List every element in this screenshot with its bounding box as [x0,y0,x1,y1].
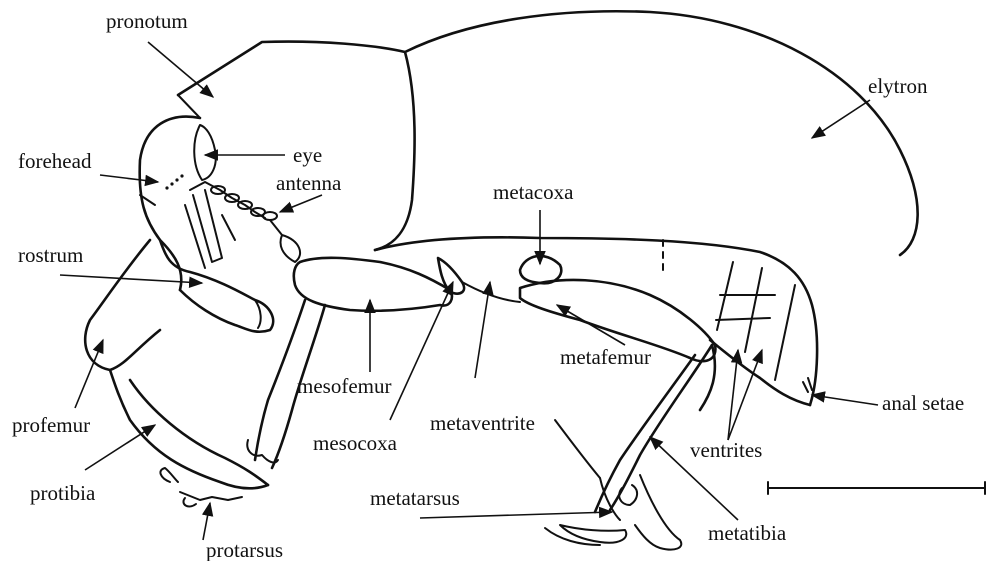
proleg-shape [85,240,268,506]
label-protibia: protibia [30,481,96,505]
label-metacoxa: metacoxa [493,180,574,204]
label-forehead: forehead [18,149,92,173]
forehead-dots [165,174,183,189]
ventrite-lines [716,262,795,380]
elytron-shape [405,11,918,255]
label-anal-setae: anal setae [882,391,964,415]
eye-shape [194,125,216,180]
label-mesofemur: mesofemur [297,374,391,398]
label-mesocoxa: mesocoxa [313,431,398,455]
body-outline [140,11,918,405]
label-ventrites: ventrites [690,438,762,462]
mesofemur-shape [294,258,452,311]
label-profemur: profemur [12,413,90,437]
scale-bar [768,482,985,494]
label-metatarsus: metatarsus [370,486,460,510]
label-rostrum: rostrum [18,243,83,267]
label-antenna: antenna [276,171,342,195]
label-pronotum: pronotum [106,9,188,33]
label-metaventrite: metaventrite [430,411,535,435]
label-metafemur: metafemur [560,345,651,369]
head-shape [140,117,200,290]
label-elytron: elytron [868,74,928,98]
anal-setae-marks [803,378,812,392]
rostrum-shape [160,240,273,332]
label-eye: eye [293,143,322,167]
labels: pronotum elytron forehead eye antenna me… [12,9,964,561]
label-metatibia: metatibia [708,521,787,545]
label-protarsus: protarsus [206,538,283,561]
